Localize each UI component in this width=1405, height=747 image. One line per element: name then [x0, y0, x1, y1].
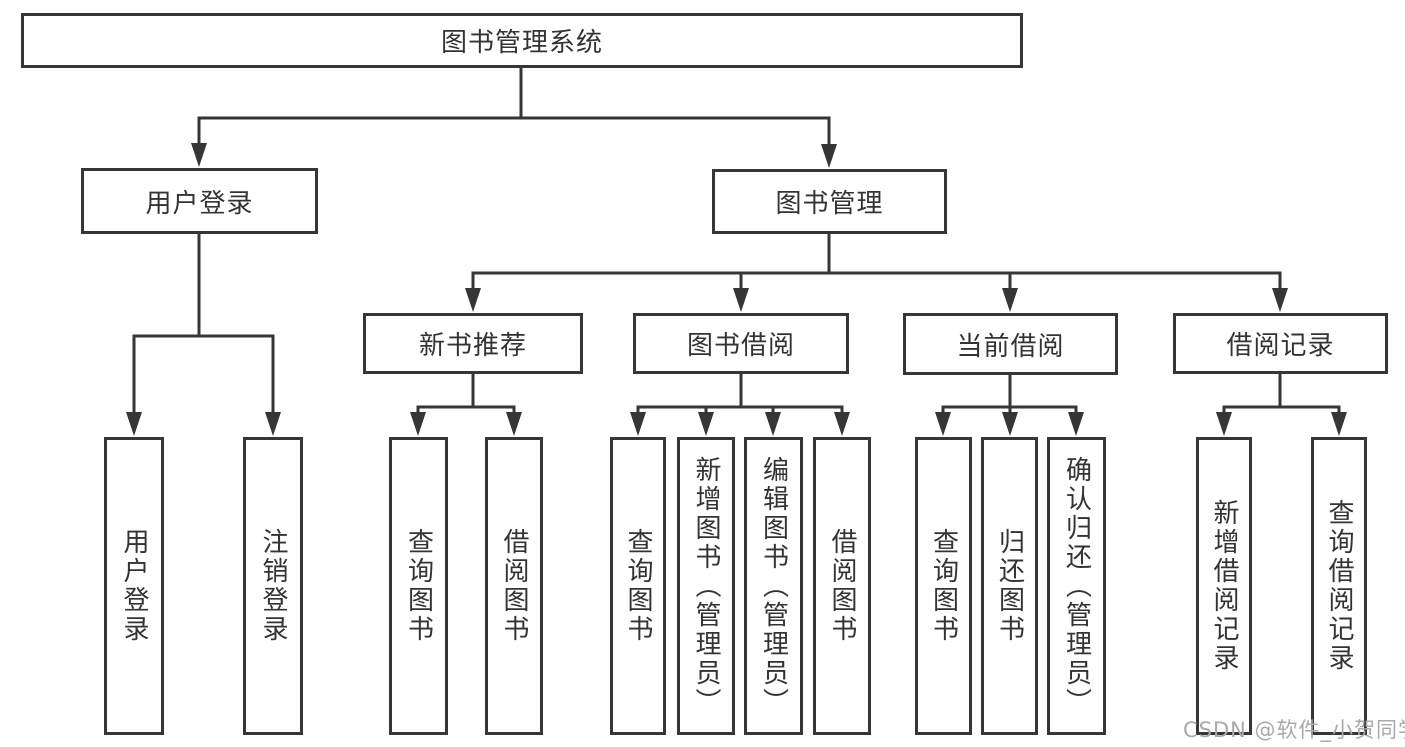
leaf-newbook-query: 查询图书 — [389, 437, 448, 735]
connector-borrow-record-branch — [1216, 374, 1347, 436]
leaf-borrow-query: 查询图书 — [610, 437, 666, 735]
node-root: 图书管理系统 — [21, 13, 1023, 68]
watermark: CSDN @软件_小贺同学 — [1183, 718, 1405, 742]
leaf-record-add: 新增借阅记录 — [1196, 437, 1252, 735]
connector-root-to-level2 — [191, 68, 837, 168]
leaf-current-query: 查询图书 — [915, 437, 972, 735]
node-book-borrow: 图书借阅 — [633, 313, 849, 374]
node-borrow-record: 借阅记录 — [1173, 313, 1388, 374]
node-new-book: 新书推荐 — [363, 313, 583, 374]
leaf-borrow-book: 借阅图书 — [813, 437, 871, 735]
node-current-borrow: 当前借阅 — [903, 313, 1118, 375]
leaf-current-confirm: 确认归还（管理员） — [1047, 437, 1106, 735]
connector-current-borrow-branch — [935, 374, 1084, 436]
leaf-borrow-edit: 编辑图书（管理员） — [744, 437, 803, 735]
connector-user-login-branch — [126, 234, 281, 436]
connector-new-book-branch — [410, 374, 522, 436]
leaf-logout: 注销登录 — [243, 437, 303, 735]
leaf-record-query: 查询借阅记录 — [1311, 437, 1367, 735]
leaf-user-login: 用户登录 — [104, 437, 164, 735]
leaf-borrow-add: 新增图书（管理员） — [677, 437, 735, 735]
node-book-mgmt: 图书管理 — [712, 169, 947, 234]
leaf-current-return: 归还图书 — [981, 437, 1038, 735]
leaf-newbook-borrow: 借阅图书 — [485, 437, 543, 735]
connector-book-mgmt-to-level3 — [465, 234, 1288, 312]
connector-book-borrow-branch — [630, 374, 850, 436]
node-user-login: 用户登录 — [81, 168, 318, 234]
